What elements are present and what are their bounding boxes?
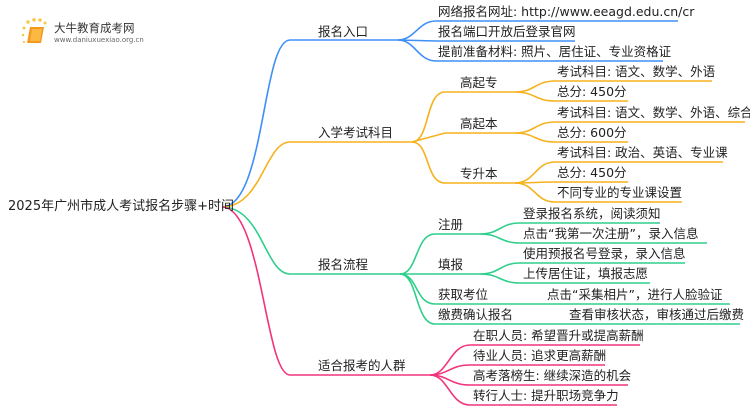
- leaf-node: 总分: 450分: [557, 165, 627, 180]
- node-seat: 获取考位: [438, 287, 489, 302]
- leaf-node: 点击“采集相片”，进行人脸验证: [547, 287, 723, 302]
- logo-title: 大牛教育成考网: [54, 21, 135, 35]
- leaf-node: 考试科目: 语文、数学、外语、综合: [557, 105, 750, 120]
- leaf-node: 考试科目: 政治、英语、专业课: [557, 145, 728, 160]
- node-pay: 缴费确认报名: [438, 307, 514, 322]
- branch-lines-subjects: [221, 80, 745, 208]
- leaf-node: 上传居住证，填报志愿: [523, 266, 649, 281]
- node-zsb: 专升本: [460, 166, 498, 181]
- leaf-node: 考试科目: 语文、数学、外语: [557, 64, 716, 79]
- leaf-node: 网络报名网址: http://www.eeagd.edu.cn/cr: [438, 4, 695, 19]
- leaf-node: 查看审核状态，审核通过后缴费: [569, 307, 745, 322]
- root-node: 2025年广州市成人考试报名步骤+时间: [8, 199, 234, 214]
- leaf-node: 使用预报名号登录，录入信息: [523, 246, 686, 261]
- leaf-node: 提前准备材料: 照片、居住证、专业资格证: [438, 44, 672, 59]
- node-entry: 报名入口: [318, 24, 369, 39]
- node-register: 注册: [438, 217, 464, 232]
- branch-lines-process: [221, 206, 740, 325]
- logo-icon: [20, 18, 52, 50]
- node-fill: 填报: [438, 257, 464, 272]
- leaf-node: 在职人员: 希望晋升或提高薪酬: [473, 328, 644, 343]
- leaf-node: 总分: 600分: [557, 125, 627, 140]
- node-gqz: 高起专: [460, 75, 498, 90]
- leaf-node: 不同专业的专业课设置: [557, 185, 683, 200]
- branch-lines-entry: [221, 20, 678, 208]
- leaf-node: 高考落榜生: 继续深造的机会: [473, 368, 632, 383]
- leaf-node: 报名端口开放后登录官网: [438, 24, 576, 39]
- leaf-node: 点击“我第一次注册”，录入信息: [523, 226, 699, 241]
- node-gqb: 高起本: [460, 116, 498, 131]
- node-subjects: 入学考试科目: [318, 125, 394, 140]
- branch-lines-audience: [221, 206, 640, 406]
- leaf-node: 总分: 450分: [557, 84, 627, 99]
- leaf-node: 待业人员: 追求更高薪酬: [473, 348, 607, 363]
- leaf-node: 登录报名系统，阅读须知: [523, 206, 661, 221]
- node-audience: 适合报考的人群: [318, 358, 406, 373]
- node-process: 报名流程: [318, 257, 369, 272]
- logo-url: www.daniuxuexiao.org.cn: [54, 36, 144, 44]
- leaf-node: 转行人士: 提升职场竞争力: [473, 388, 619, 403]
